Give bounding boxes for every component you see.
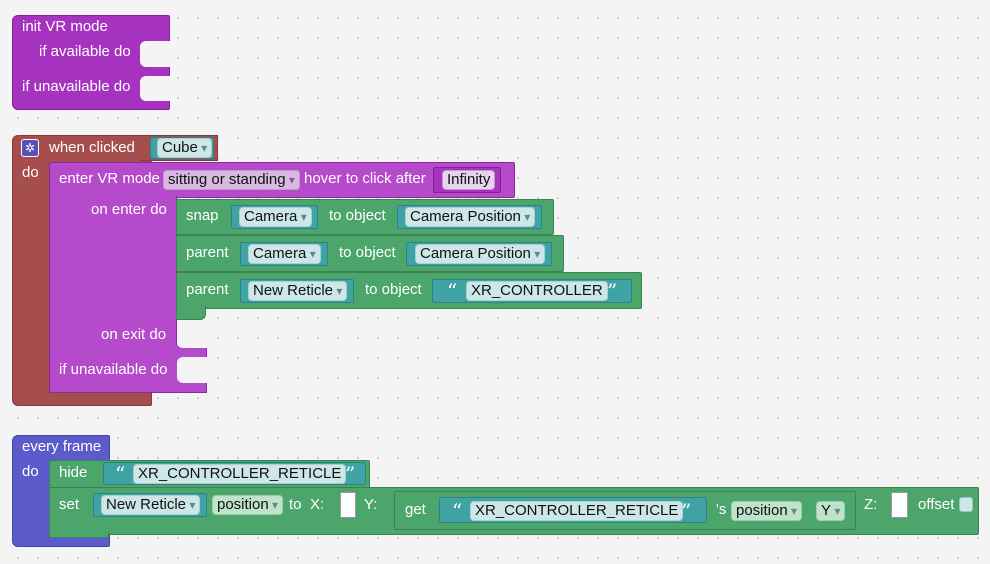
to-object-label: to object: [329, 207, 386, 224]
snap-label: snap: [186, 207, 219, 224]
statement-slot: [177, 321, 209, 348]
z-value-slot[interactable]: [891, 492, 908, 518]
new-reticle-dropdown[interactable]: New Reticle: [101, 495, 201, 515]
do-label: do: [22, 164, 39, 181]
parent-block-tab: [176, 306, 206, 320]
gear-icon[interactable]: ✲: [21, 139, 39, 157]
if-unavailable-label: if unavailable do: [59, 361, 168, 378]
axis-dropdown[interactable]: Y: [816, 501, 846, 521]
string-input[interactable]: XR_CONTROLLER: [466, 281, 608, 301]
new-reticle-dropdown[interactable]: New Reticle: [248, 281, 348, 301]
to-object-label: to object: [339, 244, 396, 261]
offset-label: offset: [918, 496, 955, 513]
on-exit-label: on exit do: [101, 326, 167, 343]
quote-close-icon: ”: [607, 279, 618, 303]
property-dropdown[interactable]: position: [212, 495, 284, 515]
offset-checkbox[interactable]: [959, 497, 973, 512]
get-property-dropdown[interactable]: position: [731, 501, 803, 521]
get-label: get: [405, 501, 426, 518]
every-frame-title: every frame: [22, 438, 102, 455]
vr-mode-dropdown[interactable]: sitting or standing: [163, 170, 300, 190]
set-block-tab: [49, 532, 109, 538]
hide-label: hide: [59, 464, 88, 481]
camera-dropdown[interactable]: Camera: [239, 207, 312, 227]
cube-dropdown[interactable]: Cube: [157, 138, 213, 158]
when-clicked-label: when clicked: [49, 139, 135, 156]
to-label: to: [289, 496, 302, 513]
z-label: Z:: [864, 496, 878, 513]
quote-close-icon: ”: [681, 499, 692, 523]
set-label: set: [59, 496, 80, 513]
statement-slot: [177, 357, 209, 383]
camera-position-dropdown[interactable]: Camera Position: [405, 207, 536, 227]
y-label: Y:: [364, 496, 378, 513]
statement-slot: [140, 41, 172, 67]
statement-slot: [140, 76, 172, 101]
hover-time-input[interactable]: Infinity: [442, 170, 496, 190]
quote-open-icon: “: [452, 499, 463, 523]
init-vr-title: init VR mode: [22, 18, 108, 35]
if-available-label: if available do: [39, 43, 131, 60]
to-object-label: to object: [365, 281, 422, 298]
parent-label: parent: [186, 244, 229, 261]
string-input[interactable]: XR_CONTROLLER_RETICLE: [133, 464, 347, 484]
do-label: do: [22, 463, 39, 480]
x-label: X:: [310, 496, 325, 513]
x-value-slot[interactable]: [340, 492, 356, 518]
quote-open-icon: “: [447, 279, 458, 303]
quote-close-icon: ”: [345, 462, 356, 486]
if-unavailable-label: if unavailable do: [22, 78, 131, 95]
quote-open-icon: “: [115, 462, 126, 486]
camera-dropdown[interactable]: Camera: [248, 244, 321, 264]
parent-label: parent: [186, 281, 229, 298]
string-input[interactable]: XR_CONTROLLER_RETICLE: [470, 501, 684, 521]
camera-position-dropdown[interactable]: Camera Position: [415, 244, 546, 264]
enter-vr-label: enter VR mode: [59, 170, 160, 187]
possessive-label: 's: [716, 501, 727, 518]
hover-label: hover to click after: [304, 170, 426, 187]
on-enter-label: on enter do: [91, 201, 167, 218]
